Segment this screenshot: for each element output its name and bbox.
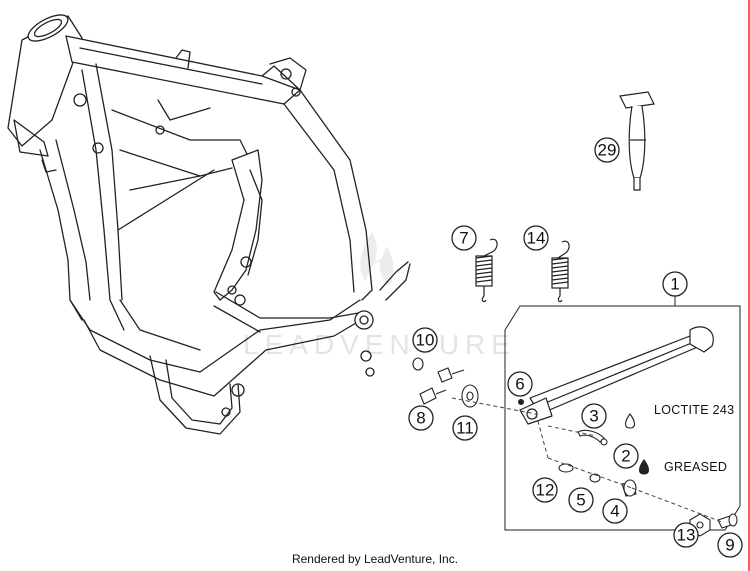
- callout-7-label: 7: [459, 229, 468, 248]
- callout-29[interactable]: 29: [594, 137, 620, 163]
- part-14-spring: [551, 240, 570, 303]
- side-stand-assembly-box: [504, 294, 741, 531]
- hardware-parts: [412, 357, 738, 537]
- callout-9-label: 9: [725, 536, 734, 555]
- motorcycle-frame: [7, 14, 411, 435]
- callout-5[interactable]: 5: [568, 487, 594, 513]
- footer-credit: Rendered by LeadVenture, Inc.: [291, 552, 459, 566]
- callout-7[interactable]: 7: [451, 225, 477, 251]
- part-10-oring: [412, 357, 424, 371]
- callout-14[interactable]: 14: [523, 225, 549, 251]
- callout-13[interactable]: 13: [673, 522, 699, 548]
- callouts: 1 2 3 4 5 6 7 8 9 10 11 12 13 14 29: [408, 137, 743, 558]
- callout-3-label: 3: [589, 407, 598, 426]
- callout-5-label: 5: [576, 491, 585, 510]
- callout-10[interactable]: 10: [412, 327, 438, 353]
- callout-12[interactable]: 12: [532, 477, 558, 503]
- callout-13-label: 13: [677, 526, 696, 545]
- callout-1[interactable]: 1: [662, 271, 688, 297]
- callout-1-label: 1: [670, 275, 679, 294]
- notes: LOCTITE 243 GREASED: [624, 403, 734, 475]
- callout-2[interactable]: 2: [613, 443, 639, 469]
- callout-3[interactable]: 3: [581, 403, 607, 429]
- note-greased: GREASED: [664, 460, 727, 474]
- note-loctite: LOCTITE 243: [654, 403, 734, 417]
- callout-4[interactable]: 4: [602, 498, 628, 524]
- callout-6[interactable]: 6: [507, 371, 533, 397]
- part-29-tool: [619, 91, 655, 191]
- callout-29-label: 29: [598, 141, 617, 160]
- callout-6-label: 6: [515, 375, 524, 394]
- callout-11[interactable]: 11: [452, 415, 478, 441]
- side-stand: [519, 326, 714, 425]
- callout-4-label: 4: [610, 502, 619, 521]
- loctite-drop-icon: [624, 413, 636, 429]
- callout-9[interactable]: 9: [717, 532, 743, 558]
- callout-11-label: 11: [456, 419, 474, 438]
- callout-12-label: 12: [536, 481, 555, 500]
- alignment-lines: [451, 397, 723, 523]
- callout-2-label: 2: [621, 447, 630, 466]
- callout-8-label: 8: [416, 409, 425, 428]
- callout-10-label: 10: [416, 331, 435, 350]
- right-edge-border: [748, 0, 750, 571]
- watermark: LEADVENTURE: [243, 232, 516, 360]
- callout-8[interactable]: 8: [408, 405, 434, 431]
- watermark-text: LEADVENTURE: [243, 329, 516, 360]
- part-7-spring: [475, 238, 498, 303]
- grease-drop-icon: [638, 459, 650, 475]
- callout-14-label: 14: [527, 229, 546, 248]
- watermark-flame-icon: [360, 232, 394, 286]
